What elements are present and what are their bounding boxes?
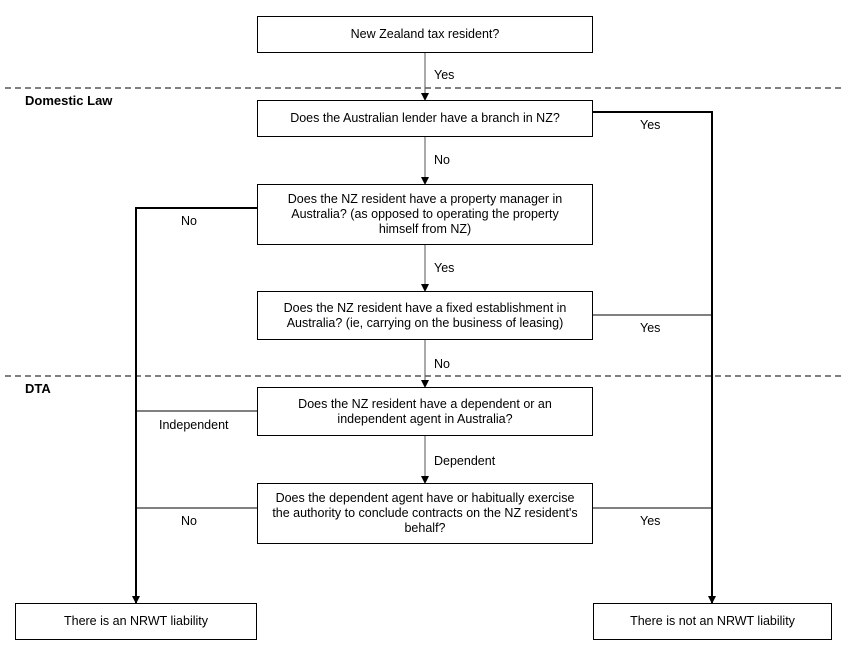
question-nz-tax-resident: New Zealand tax resident?	[257, 16, 593, 53]
edge-label-resident-yes: Yes	[434, 68, 455, 82]
question-agent-type: Does the NZ resident have a dependent or…	[257, 387, 593, 436]
edge-label-branch-yes: Yes	[640, 118, 661, 132]
edge-label-agent-dependent: Dependent	[434, 454, 496, 468]
question-property-manager: Does the NZ resident have a property man…	[257, 184, 593, 245]
edge-label-branch-no: No	[434, 153, 450, 167]
edge-label-agent-independent: Independent	[159, 418, 229, 432]
outcome-nrwt-liability: There is an NRWT liability	[15, 603, 257, 640]
edge-label-manager-yes: Yes	[434, 261, 455, 275]
edge-label-authority-no: No	[181, 514, 197, 528]
edge-label-authority-yes: Yes	[640, 514, 661, 528]
connector-branch-yes	[593, 111, 716, 604]
question-fixed-establishment: Does the NZ resident have a fixed establ…	[257, 291, 593, 340]
section-label-dta: DTA	[25, 381, 51, 396]
section-label-domestic-law: Domestic Law	[25, 93, 113, 108]
edge-label-fixed-no: No	[434, 357, 450, 371]
connector-manager-no	[132, 207, 257, 604]
outcome-no-nrwt-liability: There is not an NRWT liability	[593, 603, 832, 640]
edge-label-fixed-yes: Yes	[640, 321, 661, 335]
question-lender-branch: Does the Australian lender have a branch…	[257, 100, 593, 137]
edge-label-manager-no: No	[181, 214, 197, 228]
question-agent-authority: Does the dependent agent have or habitua…	[257, 483, 593, 544]
